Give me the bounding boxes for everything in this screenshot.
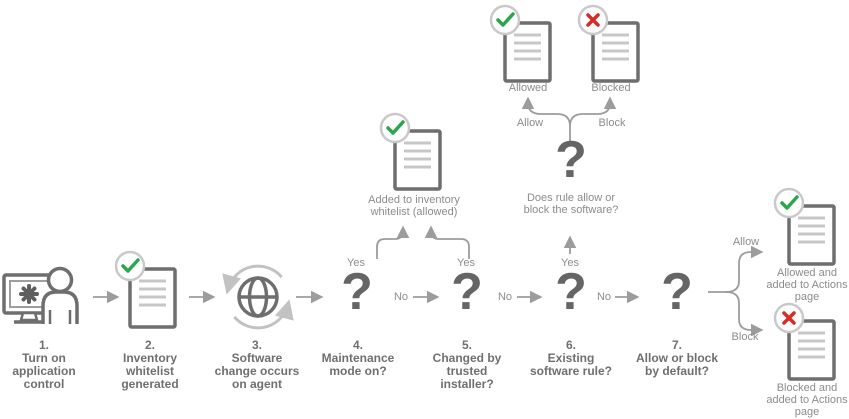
document-check-icon [381,114,440,189]
step-text: Maintenance mode on? [321,351,395,378]
globe-sync-icon [222,264,294,330]
question-mark-icon-step5: ? [451,263,483,321]
rule-question-caption: Does rule allow or block the software? [523,192,619,216]
step-label-5: 5. Changed by trusted installer? [425,339,509,391]
step-label-2: 2. Inventory whitelist generated [104,339,196,391]
allow-label-step7: Allow [732,236,760,248]
curve-yes-step4-whitelist [376,225,410,259]
curve-block-step7-blocked [725,291,764,337]
allowed-actions-doc-icon [765,186,837,268]
no-label-step5: No [497,291,513,303]
step-text: Software change occurs on agent [214,351,300,391]
step-number: 2. [144,338,155,352]
block-label-step7: Block [731,331,759,343]
document-check-icon [775,189,834,264]
question-mark-icon-rule: ? [555,131,587,189]
curve-block-rule-blocked [569,96,617,127]
document-cross-icon [775,304,834,379]
curve-allow-rule-allowed [521,96,571,144]
question-mark-icon-step6: ? [555,263,587,321]
no-label-step4: No [393,291,409,303]
step-number: 3. [251,338,262,352]
blocked-actions-doc-icon [765,301,837,383]
step-number: 5. [461,338,472,352]
step-label-6: 6. Existing software rule? [529,339,613,378]
step-text: Changed by trusted installer? [432,351,502,391]
yes-label-step5: Yes [457,257,475,269]
step-number: 7. [671,338,682,352]
question-mark-icon-step4: ? [341,263,373,321]
step-number: 6. [565,338,576,352]
step-number: 1. [38,338,49,352]
step-text: Turn on application control [12,351,76,391]
question-mark-icon-step7: ? [661,263,693,321]
step-number: 4. [352,338,363,352]
yes-label-step4: Yes [347,257,365,269]
blocked-doc-icon [569,3,641,85]
document-check-icon [491,6,550,81]
sync-arrow-bottom [233,299,294,330]
step-label-7: 7. Allow or block by default? [635,339,719,378]
block-label-rule: Block [598,117,626,129]
document-check-icon [116,252,175,327]
curve-yes-step5-whitelist [424,225,470,259]
step-text: Inventory whitelist generated [121,351,179,391]
sync-arrow-top [222,264,283,295]
yes-label-step6: Yes [561,257,579,269]
step-label-4: 4. Maintenance mode on? [308,339,408,378]
allowed-caption: Allowed [508,82,548,94]
whitelist-caption: Added to inventory whitelist (allowed) [368,194,460,218]
step-text: Existing software rule? [529,351,613,378]
blocked-caption: Blocked [591,82,631,94]
step-label-3: 3. Software change occurs on agent [211,339,303,391]
whitelist-allowed-doc-icon [371,111,443,193]
allowed-actions-caption: Allowed and added to Actions page [766,267,848,303]
blocked-actions-caption: Blocked and added to Actions page [766,382,848,418]
user-at-computer-icon [2,266,79,324]
curve-allow-step7-allowed [708,245,764,293]
allow-label-rule: Allow [516,117,544,129]
document-cross-icon [579,6,638,81]
asterisk-icon [19,284,39,304]
step-label-1: 1. Turn on application control [0,339,90,391]
step-text: Allow or block by default? [635,351,718,378]
no-label-step6: No [596,291,612,303]
allowed-doc-icon [481,3,553,85]
inventory-whitelist-doc-icon [106,249,178,331]
